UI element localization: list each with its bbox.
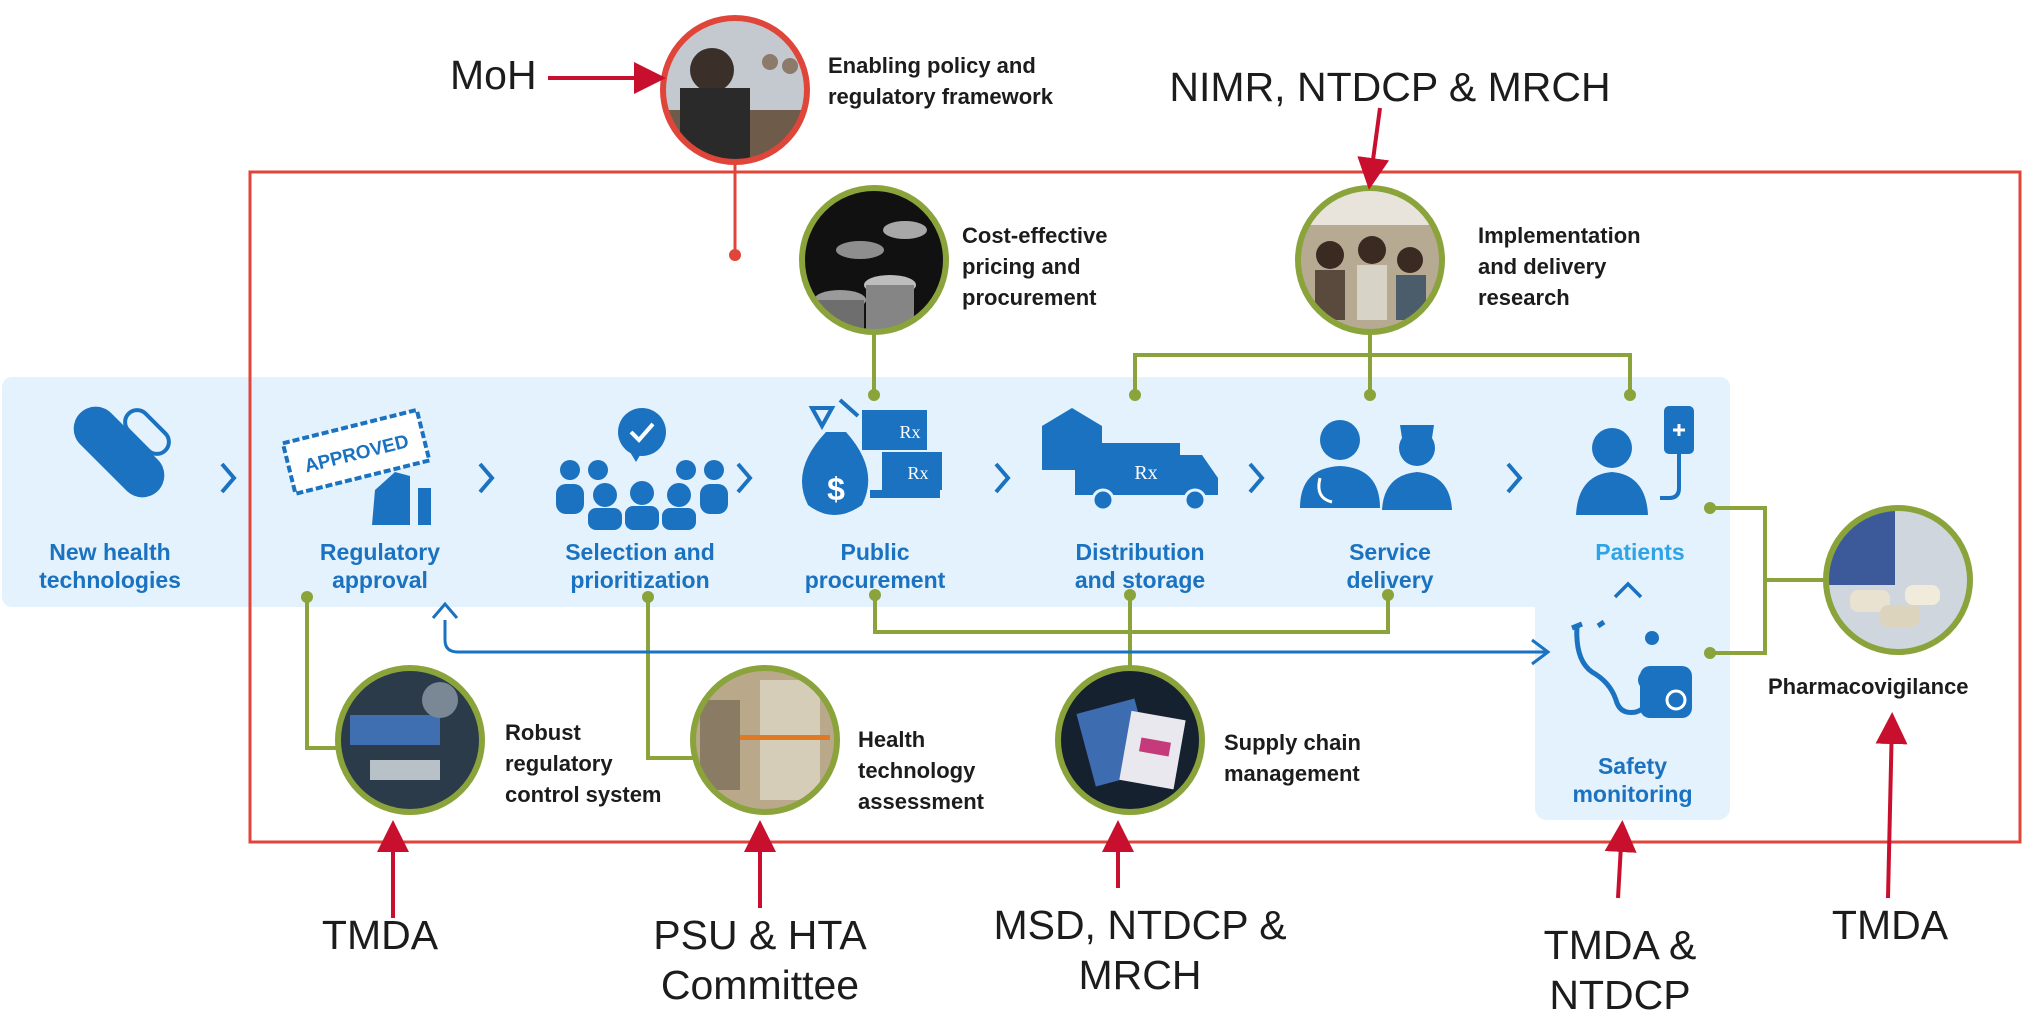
- step-label-distribution-storage: Distribution and storage: [1074, 539, 1206, 593]
- caption-hta: Health technology assessment: [858, 727, 984, 814]
- warehouse-truck-icon: Rx: [1042, 408, 1218, 512]
- org-safety: TMDA & NTDCP: [1543, 922, 1697, 1017]
- svg-text:$: $: [827, 471, 845, 507]
- chevron-up-icon: [1613, 581, 1643, 599]
- flow-chevrons: [220, 462, 1523, 494]
- org-supply: MSD, NTDCP & MRCH: [993, 902, 1287, 998]
- policy-connector-dot: [729, 249, 741, 261]
- approved-stamp-icon: APPROVED: [280, 407, 432, 525]
- capsule-icon: [73, 406, 171, 498]
- svg-text:Rx: Rx: [899, 422, 920, 442]
- hta-photo: [690, 665, 840, 815]
- research-photo: [1295, 185, 1445, 335]
- step-label-safety-monitoring: Safety monitoring: [1572, 753, 1693, 807]
- regulatory-photo: [335, 665, 485, 815]
- step-label-selection-prioritization: Selection and prioritization: [565, 539, 715, 593]
- org-pharmacovigilance: TMDA: [1831, 902, 1949, 948]
- svg-text:Rx: Rx: [1134, 462, 1157, 484]
- doctor-nurse-icon: [1300, 420, 1452, 510]
- feedback-loop-head-up: [431, 601, 459, 619]
- svg-text:Rx: Rx: [907, 463, 928, 483]
- supply-photo: [1055, 665, 1205, 815]
- money-bag-truck-icon: $ Rx Rx: [802, 398, 942, 515]
- caption-supply-chain: Supply chain management: [1224, 730, 1361, 786]
- feedback-loop-arrow: [443, 620, 1548, 654]
- connector-dots: [301, 389, 1716, 659]
- feedback-loop-head-right: [1531, 638, 1551, 666]
- caption-pharmacovigilance: Pharmacovigilance: [1768, 674, 1969, 699]
- safety-monitoring-panel: [1535, 560, 1730, 820]
- step-label-new-health-technologies: New health technologies: [39, 539, 181, 593]
- caption-pricing-procurement: Cost-effective pricing and procurement: [962, 223, 1108, 310]
- org-moh: MoH: [450, 52, 537, 98]
- patient-iv-icon: [1576, 406, 1694, 515]
- committee-meeting-icon: [556, 408, 728, 530]
- step-label-public-procurement: Public procurement: [804, 539, 946, 593]
- caption-enabling-policy: Enabling policy and regulatory framework: [828, 53, 1053, 109]
- caption-implementation-research: Implementation and delivery research: [1478, 223, 1641, 310]
- stethoscope-icon: [1571, 619, 1692, 718]
- org-hta: PSU & HTA Committee: [653, 912, 867, 1008]
- green-connectors: [305, 331, 1827, 760]
- step-label-regulatory-approval: Regulatory approval: [319, 539, 441, 593]
- pricing-photo: [799, 185, 949, 335]
- system-frame: [248, 170, 2022, 844]
- policy-photo: [660, 15, 810, 165]
- step-label-service-delivery: Service delivery: [1346, 539, 1434, 593]
- step-label-patients: Patients: [1595, 539, 1685, 565]
- pharmacovigilance-photo: [1823, 505, 1973, 655]
- org-regulatory: TMDA: [321, 912, 439, 958]
- organization-arrows: [377, 62, 1908, 918]
- caption-regulatory-control: Robust regulatory control system: [505, 720, 662, 807]
- org-research: NIMR, NTDCP & MRCH: [1169, 64, 1611, 110]
